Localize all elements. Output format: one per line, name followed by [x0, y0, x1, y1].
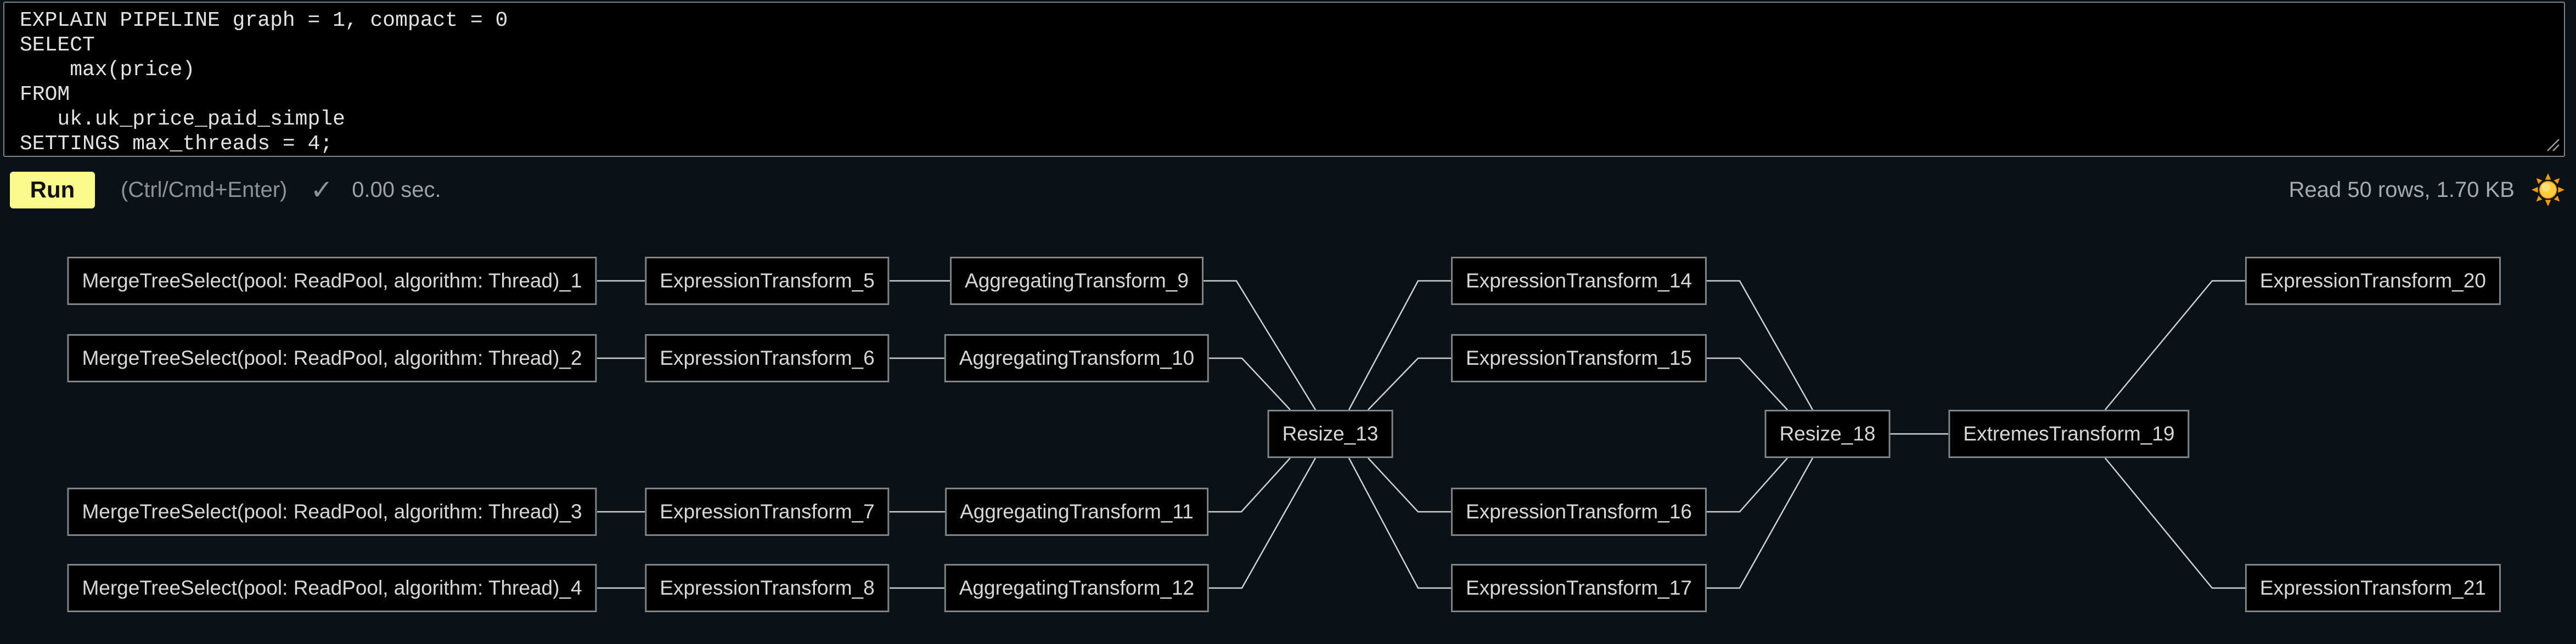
- textarea-resize-grip-icon[interactable]: [2545, 137, 2560, 151]
- graph-node-et7: ExpressionTransform_7: [645, 488, 890, 536]
- graph-edge: [1368, 457, 1451, 513]
- read-stats: Read 50 rows, 1.70 KB: [2288, 177, 2515, 202]
- graph-edge: [1348, 280, 1451, 410]
- success-check-icon: ✓: [310, 174, 334, 205]
- graph-node-et8: ExpressionTransform_8: [645, 564, 890, 612]
- toolbar: Run (Ctrl/Cmd+Enter) ✓ 0.00 sec. Read 50…: [0, 171, 2576, 208]
- graph-edge: [1368, 357, 1451, 410]
- graph-node-et16: ExpressionTransform_16: [1451, 488, 1707, 536]
- graph-edge: [1707, 357, 1788, 410]
- run-button[interactable]: Run: [10, 171, 95, 208]
- graph-node-rs13: Resize_13: [1267, 410, 1393, 458]
- query-editor[interactable]: EXPLAIN PIPELINE graph = 1, compact = 0 …: [3, 2, 2565, 157]
- elapsed-time: 0.00 sec.: [352, 177, 441, 202]
- graph-edge: [1707, 280, 1814, 410]
- graph-node-et21: ExpressionTransform_21: [2245, 564, 2501, 612]
- query-editor-container: EXPLAIN PIPELINE graph = 1, compact = 0 …: [3, 2, 2565, 157]
- graph-edge: [1209, 357, 1291, 410]
- graph-edge: [2105, 457, 2245, 589]
- graph-node-et14: ExpressionTransform_14: [1451, 257, 1707, 305]
- graph-node-et15: ExpressionTransform_15: [1451, 334, 1707, 382]
- graph-edge: [1209, 457, 1317, 589]
- graph-node-et17: ExpressionTransform_17: [1451, 564, 1707, 612]
- graph-node-ag12: AggregatingTransform_12: [944, 564, 1210, 612]
- graph-edge: [1208, 457, 1291, 513]
- graph-edge: [1707, 457, 1788, 513]
- graph-edge: [1203, 280, 1317, 410]
- graph-node-xt19: ExtremesTransform_19: [1948, 410, 2190, 458]
- graph-edge: [1348, 457, 1451, 589]
- graph-node-et6: ExpressionTransform_6: [645, 334, 890, 382]
- graph-node-ag10: AggregatingTransform_10: [944, 334, 1210, 382]
- graph-node-ag11: AggregatingTransform_11: [945, 488, 1208, 536]
- graph-node-mt2: MergeTreeSelect(pool: ReadPool, algorith…: [67, 334, 597, 382]
- graph-node-et20: ExpressionTransform_20: [2245, 257, 2501, 305]
- graph-node-rs18: Resize_18: [1764, 410, 1891, 458]
- graph-node-mt4: MergeTreeSelect(pool: ReadPool, algorith…: [67, 564, 597, 612]
- run-shortcut-hint: (Ctrl/Cmd+Enter): [121, 177, 288, 202]
- graph-node-mt3: MergeTreeSelect(pool: ReadPool, algorith…: [67, 488, 597, 536]
- graph-node-mt1: MergeTreeSelect(pool: ReadPool, algorith…: [67, 257, 597, 305]
- graph-edge: [1707, 457, 1814, 589]
- graph-edge: [2105, 280, 2245, 410]
- graph-node-ag9: AggregatingTransform_9: [950, 257, 1203, 305]
- sun-icon[interactable]: [2531, 173, 2565, 207]
- graph-node-et5: ExpressionTransform_5: [645, 257, 890, 305]
